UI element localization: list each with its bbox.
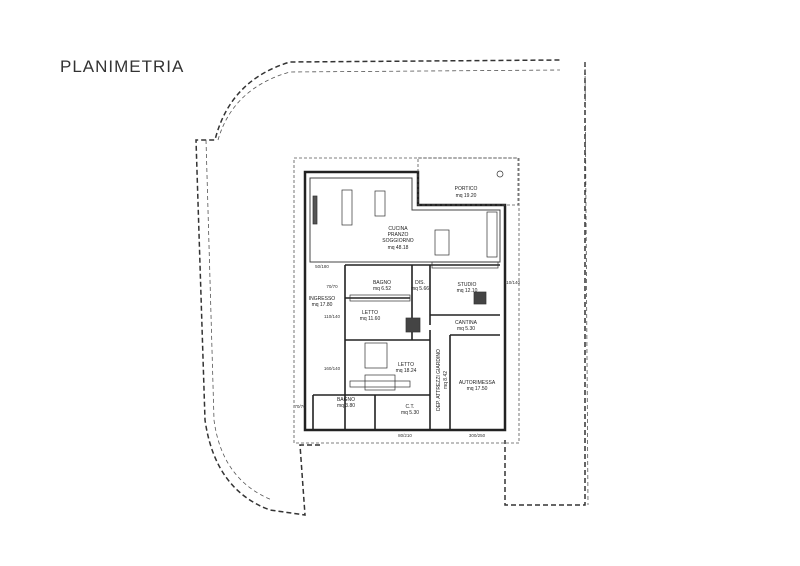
plan-line bbox=[217, 69, 561, 141]
plan-line bbox=[364, 374, 396, 391]
room-name: BAGNO bbox=[373, 280, 391, 286]
page-title: PLANIMETRIA bbox=[60, 57, 185, 76]
room-area: mq 11.60 bbox=[360, 316, 381, 322]
plan-line bbox=[374, 190, 386, 217]
room-area: mq 17.50 bbox=[467, 386, 488, 392]
room-name: SOGGIORNO bbox=[382, 238, 414, 244]
room-name: C.T. bbox=[406, 404, 415, 410]
plan-label: 110/140 bbox=[324, 314, 340, 319]
room-name: LETTO bbox=[362, 310, 378, 316]
plan-line bbox=[205, 139, 273, 501]
room-name: PRANZO bbox=[388, 232, 409, 238]
room-area: mq 3.80 bbox=[337, 403, 355, 409]
plan-label: 70/70 bbox=[294, 404, 306, 409]
plan-line bbox=[584, 61, 589, 506]
room-name: CUCINA bbox=[388, 226, 408, 232]
room-area: mq 5.30 bbox=[457, 326, 475, 332]
plan-line bbox=[293, 157, 520, 444]
plan-line bbox=[496, 170, 504, 178]
plan-label: 160/140 bbox=[324, 366, 341, 371]
dimension-labels: 50/180 70/70 110/140 110/140 160/140 70/… bbox=[294, 264, 520, 438]
plan-line bbox=[309, 177, 501, 263]
plan-line bbox=[417, 157, 519, 206]
room-name: LETTO bbox=[398, 362, 414, 368]
plan-line bbox=[405, 317, 421, 333]
plan-label: 70/70 bbox=[326, 284, 338, 289]
room-area: mq 17.80 bbox=[312, 302, 333, 308]
room-area: mq 48.18 bbox=[388, 245, 409, 251]
room-area: mq 19.20 bbox=[456, 193, 477, 199]
room-name: DIS. bbox=[415, 280, 425, 286]
plan-line bbox=[364, 342, 388, 369]
plan-line bbox=[473, 291, 487, 305]
room-area: mq 5.30 bbox=[401, 410, 419, 416]
room-labels: PORTICO mq 19.20 CUCINA PRANZO SOGGIORNO… bbox=[309, 186, 496, 416]
plan-label: 110/140 bbox=[504, 280, 520, 285]
room-area: mq 18.24 bbox=[396, 368, 417, 374]
plan-label: 80/210 bbox=[398, 433, 412, 438]
plan-line bbox=[312, 264, 500, 430]
room-name: AUTORIMESSA bbox=[459, 380, 496, 386]
lot-boundary bbox=[195, 59, 586, 516]
plan-line bbox=[431, 261, 499, 269]
plan-line bbox=[486, 211, 498, 258]
plan-line bbox=[312, 189, 499, 391]
plan-line bbox=[312, 195, 318, 225]
room-area: mq 6.52 bbox=[373, 286, 391, 292]
plan-label: 50/180 bbox=[315, 264, 329, 269]
room-name: PORTICO bbox=[455, 186, 478, 192]
room-name: DEP. ATTREZZI GIARDINO bbox=[436, 349, 442, 411]
plan-line bbox=[349, 294, 411, 302]
plan-label: 300/250 bbox=[469, 433, 486, 438]
plan-line bbox=[341, 189, 353, 226]
room-name: CANTINA bbox=[455, 320, 478, 326]
room-area: mq 5.66 bbox=[411, 286, 429, 292]
plan-line bbox=[349, 380, 411, 388]
room-name: INGRESSO bbox=[309, 296, 336, 302]
room-name: STUDIO bbox=[458, 282, 477, 288]
plan-line bbox=[434, 229, 450, 256]
room-area: mq 8.42 bbox=[443, 371, 449, 389]
room-name: BAGNO bbox=[337, 397, 355, 403]
room-area: mq 12.10 bbox=[457, 288, 478, 294]
